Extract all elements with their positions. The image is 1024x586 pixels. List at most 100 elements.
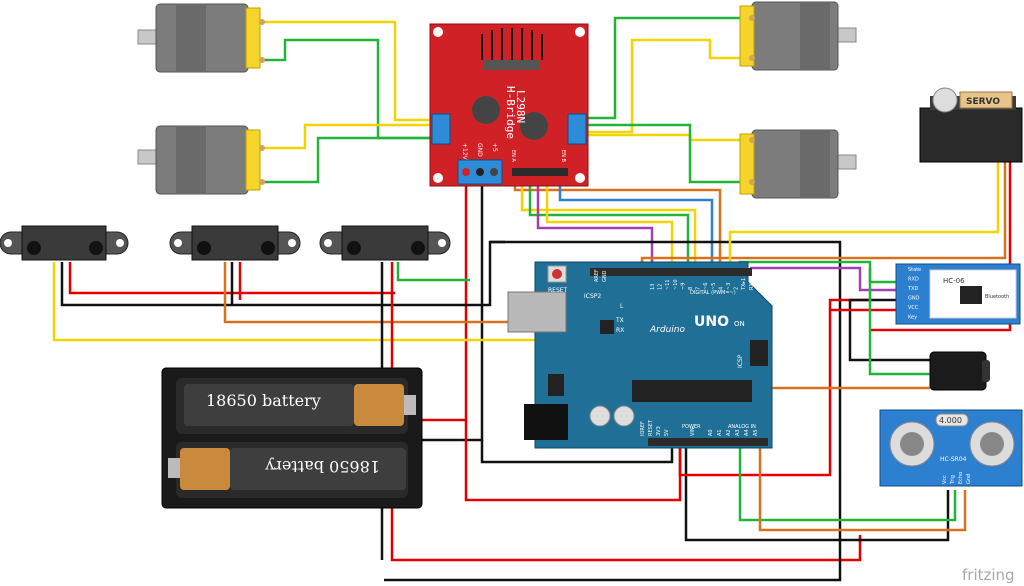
bt-pin-3: GND	[908, 296, 920, 302]
us-pin-1: Trig	[950, 475, 956, 485]
wire-us-orange	[758, 438, 967, 532]
arduino-reset: RESET	[548, 287, 568, 294]
bt-pin-5: Key	[908, 315, 917, 321]
digital-pin-1: 12	[658, 284, 664, 290]
digital-pin-0: 13	[650, 284, 656, 290]
analog-pin-5: A5	[753, 429, 759, 436]
wires	[52, 16, 1012, 582]
hbridge-en-b: EN B	[560, 150, 566, 162]
us-pin-3: Gnd	[966, 474, 972, 484]
digital-pin-7: ~6	[703, 283, 709, 290]
arduino-3v3: 3V3	[656, 426, 662, 436]
ir-sensor-1	[0, 225, 129, 261]
wire-arduino-black-bus2	[684, 438, 950, 542]
dc-motor-2	[137, 125, 265, 195]
arduino-brand: Arduino	[649, 325, 685, 335]
arduino-uno: RESET ICSP2 ICSP L TX RX ON Arduino UNO …	[507, 261, 773, 449]
arduino-power-label: POWER	[682, 424, 701, 430]
analog-pin-2: A2	[726, 429, 732, 436]
arduino-model: UNO	[694, 314, 729, 330]
hbridge-subtitle: H-Bridge	[504, 86, 517, 139]
wire-motor4-green	[580, 123, 752, 184]
wire-arduino-black-bus	[384, 240, 842, 582]
wire-motor1-green	[262, 38, 437, 140]
analog-pin-4: A4	[744, 429, 750, 436]
wire-bt-green	[738, 260, 905, 284]
dc-motor-4	[739, 129, 857, 199]
arduino-aref: AREF	[594, 269, 600, 282]
dc-motor-3	[739, 1, 857, 71]
digital-pin-5: 8	[688, 287, 694, 290]
bt-sub: Bluetooth	[985, 294, 1009, 300]
arduino-reset-hdr: RESET	[648, 419, 654, 436]
wire-motor4-yellow	[580, 133, 752, 142]
digital-pin-9: 4	[718, 287, 724, 290]
wire-in3-purple	[536, 175, 654, 268]
analog-pin-3: A3	[735, 429, 741, 436]
wire-in1-yellow	[520, 175, 697, 268]
bt-pin-2: TXD	[907, 286, 918, 292]
arduino-digital-label: DIGITAL (PWM=~)	[690, 290, 736, 296]
hbridge-pin-5v: +5	[491, 143, 498, 152]
arduino-led-l: L	[620, 303, 624, 310]
us-crystal: 4.000	[939, 416, 962, 425]
bt-pin-4: VCC	[908, 305, 919, 311]
hbridge-pin-12v: +12V	[461, 143, 468, 161]
wire-bt-purple	[750, 266, 905, 292]
digital-pin-10: ~3	[726, 283, 732, 290]
analog-pin-0: A0	[708, 429, 714, 436]
digital-pin-13: RX◂0	[749, 277, 755, 290]
wire-battery-red	[422, 175, 468, 422]
battery-pack: 18650 battery 18650 battery	[161, 367, 423, 509]
digital-pin-4: ~9	[680, 283, 686, 290]
arduino-led-tx: TX	[615, 317, 624, 324]
wire-in4-yellow	[545, 175, 674, 268]
us-pin-2: Echo	[958, 472, 964, 484]
bt-pin-0: State	[908, 267, 921, 273]
battery-label-bottom: 18650 battery	[265, 457, 380, 476]
arduino-icsp: ICSP	[737, 354, 744, 368]
arduino-analog-label: ANALOG IN	[728, 424, 756, 430]
digital-pin-6: 7	[696, 287, 702, 290]
arduino-5v: 5V	[664, 429, 670, 436]
digital-pin-8: ~5	[711, 283, 717, 290]
wire-ir1-red	[68, 262, 395, 295]
wire-en-b-blue	[558, 175, 714, 268]
wire-motor2-yellow	[262, 123, 437, 150]
arduino-ioref: IOREF	[640, 421, 646, 436]
arduino-icsp2: ICSP2	[584, 293, 601, 300]
arduino-vin: VIN	[690, 427, 696, 436]
wire-motor3-green	[580, 16, 752, 120]
digital-pin-12: TX▸1	[741, 278, 747, 291]
servo-label: SERVO	[966, 97, 1000, 107]
wire-servo-yellow	[728, 148, 1000, 268]
arduino-led-rx: RX	[616, 327, 624, 334]
ir-sensor-3	[319, 225, 451, 261]
wire-ir3-green	[396, 262, 470, 282]
hbridge-en-a: EN A	[510, 150, 516, 162]
wire-bt-black	[848, 298, 930, 362]
wire-motor2-green	[262, 136, 437, 184]
wire-motor3-yellow	[580, 38, 752, 134]
analog-pin-1: A1	[717, 429, 723, 436]
wire-arduino-red-bus	[678, 298, 870, 477]
digital-pin-2: ~11	[665, 279, 671, 290]
us-model: HC-SR04	[940, 456, 967, 463]
heatsink	[481, 28, 543, 60]
ir-receiver	[929, 351, 990, 391]
dc-motor-1	[137, 3, 265, 73]
hbridge-name: L298N	[514, 90, 527, 123]
battery-label-top: 18650 battery	[206, 391, 321, 410]
ir-sensor-2	[169, 225, 301, 261]
wire-servo-red	[870, 148, 1012, 332]
us-pin-0: Vcc	[942, 475, 948, 484]
wire-us-green	[738, 438, 957, 522]
arduino-gnd: GND	[602, 270, 608, 282]
